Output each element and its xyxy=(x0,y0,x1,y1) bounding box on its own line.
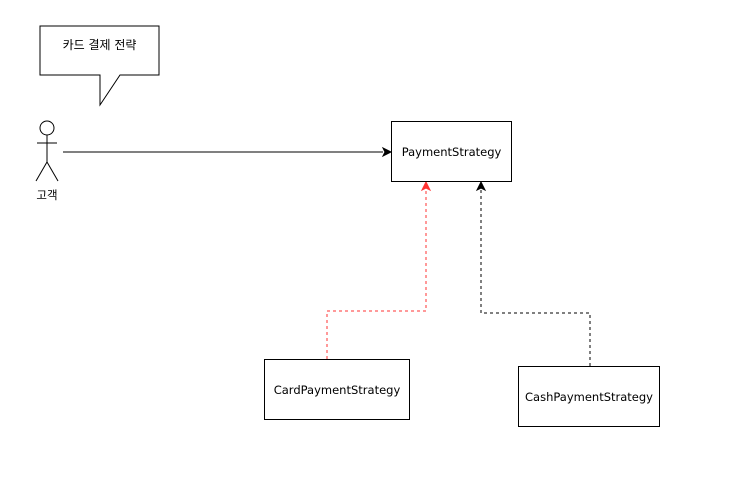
card-payment-strategy-label: CardPaymentStrategy xyxy=(273,382,401,397)
association-arrow xyxy=(63,146,393,158)
cash-payment-strategy-label: CashPaymentStrategy xyxy=(525,389,653,404)
speech-bubble-text: 카드 결제 전략 xyxy=(62,38,137,52)
cash-realization-arrow xyxy=(475,180,591,366)
payment-strategy-label: PaymentStrategy xyxy=(401,144,502,159)
cash-payment-strategy-box[interactable]: CashPaymentStrategy xyxy=(518,366,660,427)
payment-strategy-box[interactable]: PaymentStrategy xyxy=(391,121,512,182)
card-payment-strategy-box[interactable]: CardPaymentStrategy xyxy=(264,359,410,420)
speech-bubble-shape xyxy=(39,25,160,107)
actor-icon xyxy=(35,120,59,182)
actor-label: 고객 xyxy=(36,188,58,202)
card-realization-arrow xyxy=(326,180,432,359)
